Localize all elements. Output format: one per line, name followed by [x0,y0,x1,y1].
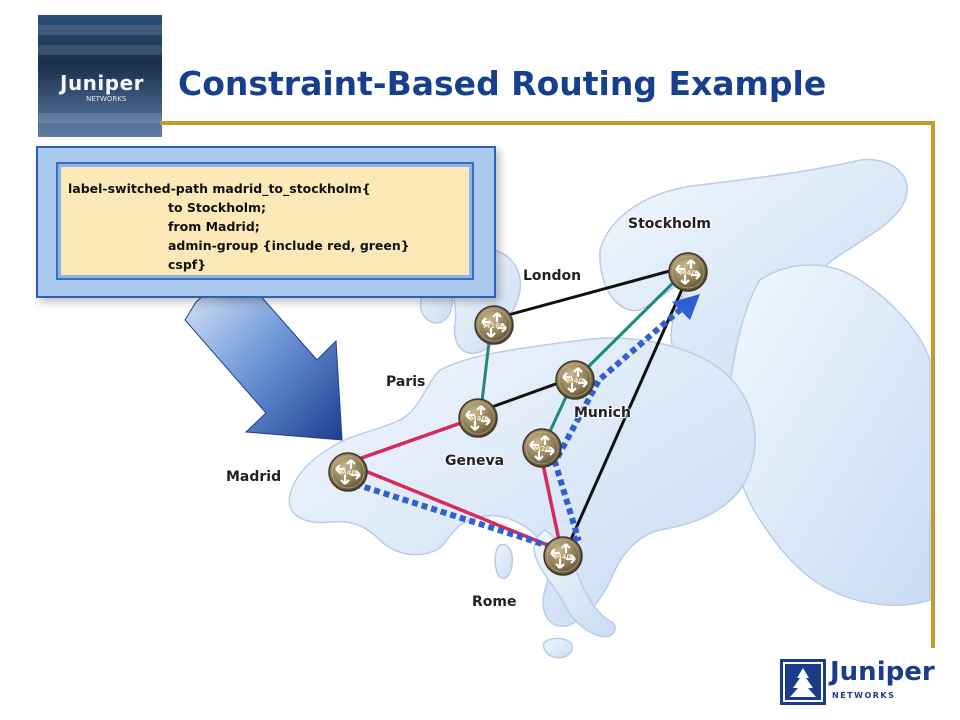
city-label-rome: Rome [472,594,517,610]
config-line-1: label-switched-path madrid_to_stockholm{ [68,181,371,196]
config-line-5: cspf} [168,257,207,272]
router-london-label: M160 [483,322,505,330]
juniper-logo-top: Juniper NETWORKS [38,15,162,137]
link-munich-stockholm [583,266,690,372]
link-madrid-rome [347,462,563,553]
config-callout: label-switched-path madrid_to_stockholm{… [36,146,496,298]
city-label-london: London [523,268,582,284]
router-london: M160 [473,304,515,346]
city-label-stockholm: Stockholm [628,216,711,232]
router-munich: M40 [554,359,596,401]
router-rome: M40 [542,535,584,577]
lsp-path [354,307,682,552]
juniper-tree-icon [780,659,826,705]
link-m20-rome [539,454,562,546]
city-label-madrid: Madrid [226,469,282,485]
router-stockholm-label: M40 [680,269,697,277]
logo-brand-text: Juniper [60,71,145,95]
router-munich-label: M40 [567,377,584,385]
router-geneva: M40 [457,397,499,439]
city-label-paris: Paris [386,374,426,390]
pointer-arrow [184,267,343,441]
logo-sub-text: NETWORKS [86,95,127,103]
juniper-logo-bottom: Juniper NETWORKS [778,655,948,709]
city-label-geneva: Geneva [445,453,505,469]
link-london-geneva [479,333,492,411]
link-rome-stockholm [563,275,690,554]
link-london-stockholm [496,264,689,320]
config-line-2: to Stockholm; [168,200,266,215]
router-stockholm: M40 [667,251,709,293]
city-label-munich: Munich [574,405,631,421]
lsp-arrowhead [672,294,700,320]
page-title: Constraint-Based Routing Example [178,64,827,103]
gold-rule-horizontal [160,121,935,125]
router-m20: M20 [521,427,563,469]
router-m20-label: M20 [534,445,551,453]
config-line-4: admin-group {include red, green} [168,238,410,253]
red-links [347,416,563,553]
logo-bottom-brand: Juniper [830,657,935,687]
logo-bottom-sub: NETWORKS [832,691,896,700]
config-code-box: label-switched-path madrid_to_stockholm{… [56,162,474,280]
router-geneva-label: M40 [470,415,487,423]
router-madrid-label: M40 [340,469,357,477]
router-madrid: M40 [327,451,369,493]
europe-landmass [288,158,931,659]
gold-rule-vertical [931,121,935,648]
config-line-3: from Madrid; [168,219,260,234]
router-rome-label: M40 [555,553,572,561]
link-madrid-geneva [349,416,476,464]
